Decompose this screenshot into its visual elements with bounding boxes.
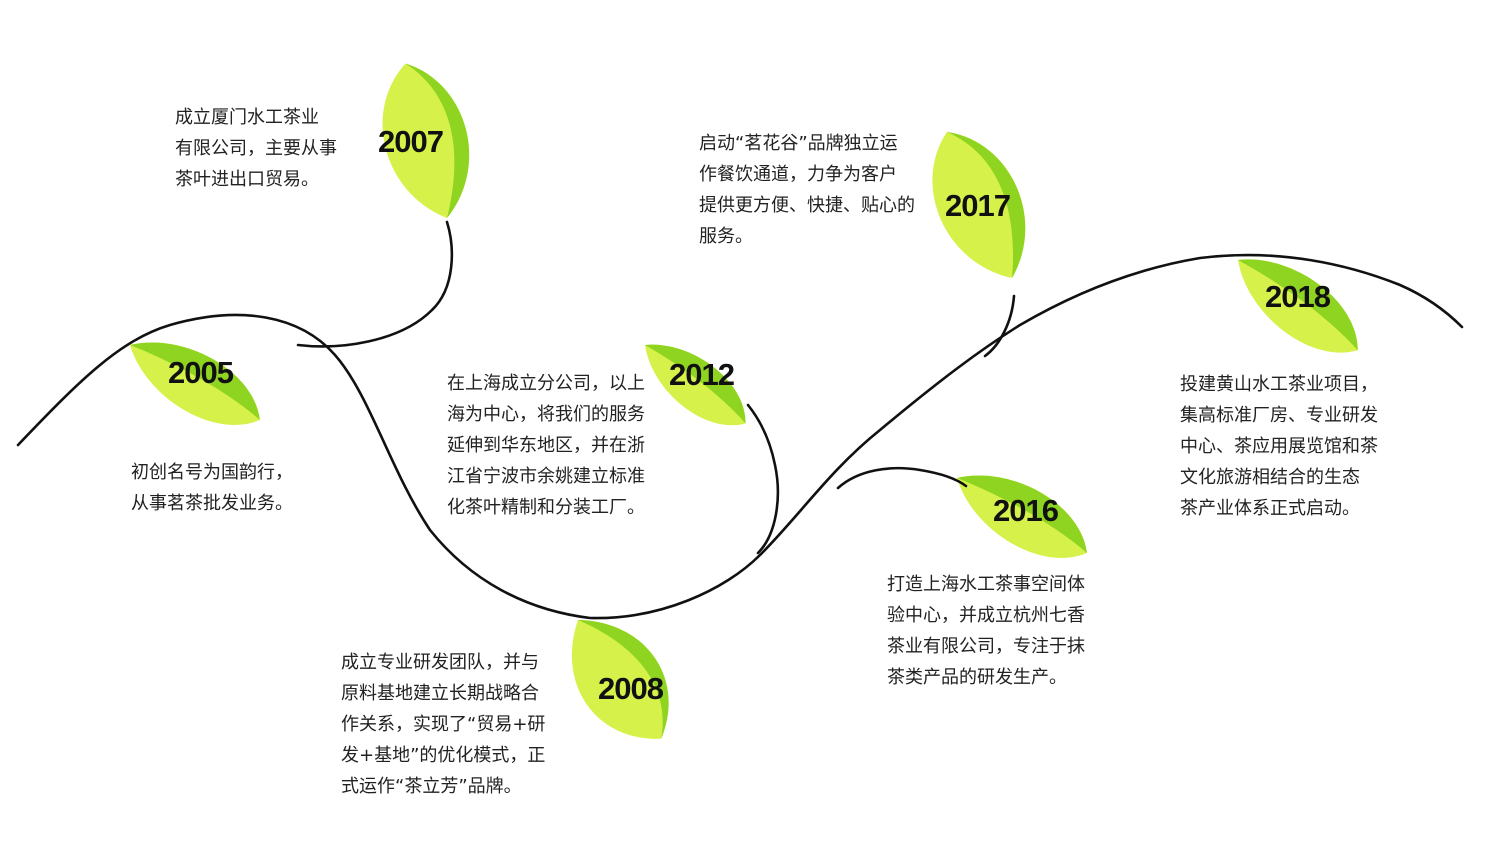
year-2017: 2017: [945, 188, 1010, 223]
branch-2016: [836, 466, 968, 490]
description-2012: 在上海成立分公司，以上 海为中心，将我们的服务 延伸到华东地区，并在浙 江省宁波…: [447, 373, 645, 518]
description-2007: 成立厦门水工茶业 有限公司，主要从事 茶叶进出口贸易。: [175, 107, 337, 190]
description-2005: 初创名号为国韵行， 从事茗茶批发业务。: [131, 462, 293, 514]
year-2008: 2008: [598, 671, 664, 706]
description-2016: 打造上海水工茶事空间体 验中心，并成立杭州七香 茶业有限公司，专注于抹 茶类产品…: [887, 574, 1085, 688]
branch-2017: [983, 294, 1016, 358]
description-2017: 启动“茗花谷”品牌独立运 作餐饮通道，力争为客户 提供更方便、快捷、贴心的 服务…: [699, 133, 915, 247]
timeline-stem: [16, 220, 1464, 620]
year-2018: 2018: [1265, 279, 1331, 314]
year-2007: 2007: [378, 124, 443, 159]
year-2016: 2016: [993, 493, 1059, 528]
year-2005: 2005: [168, 355, 234, 390]
description-2008: 成立专业研发团队，并与 原料基地建立长期战略合 作关系，实现了“贸易+研 发+基…: [341, 652, 546, 797]
main-curve: [16, 253, 1464, 620]
branch-2007: [296, 220, 454, 348]
description-2018: 投建黄山水工茶业项目， 集高标准厂房、专业研发 中心、茶应用展览馆和茶 文化旅游…: [1180, 374, 1378, 519]
year-2012: 2012: [669, 357, 734, 392]
branch-2012: [746, 403, 780, 555]
